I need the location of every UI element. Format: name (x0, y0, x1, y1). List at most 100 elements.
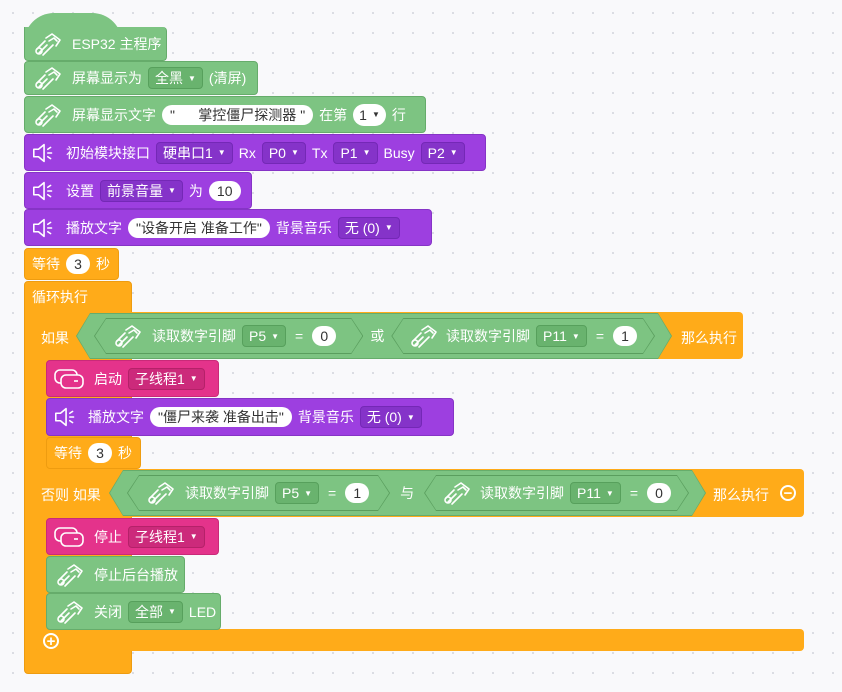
screen-text-block[interactable]: 屏幕显示文字 " 掌控僵尸探测器 " 在第 1▼ 行 (24, 96, 426, 133)
handbit-icon (31, 101, 65, 129)
handbit-icon (31, 30, 65, 58)
chevron-down-icon: ▼ (189, 532, 198, 541)
led-suffix: LED (188, 603, 217, 620)
elseif-label: 否则 如果 (41, 487, 101, 503)
if-label: 如果 (41, 330, 69, 346)
led-dropdown[interactable]: 全部▼ (128, 600, 183, 623)
chevron-down-icon: ▼ (304, 488, 313, 498)
handbit-icon (111, 322, 145, 350)
screen-line-dropdown[interactable]: 1▼ (353, 103, 386, 126)
volume-to-label: 为 (188, 182, 203, 199)
tx-pin-dropdown[interactable]: P1▼ (333, 141, 378, 164)
volume-input[interactable]: 10 (208, 180, 241, 201)
equals-label: = (629, 485, 638, 501)
if-condition-or[interactable]: 读取数字引脚 P5▼ = 0 或 读取数字引脚 P11▼ = 1 (76, 313, 672, 359)
screen-text-label: 屏幕显示文字 (72, 106, 156, 123)
chevron-down-icon: ▼ (384, 223, 393, 232)
play-text-block-1[interactable]: 播放文字 "设备开启 准备工作" 背景音乐 无 (0)▼ (24, 209, 432, 246)
wait-input[interactable]: 3 (88, 443, 112, 463)
pin-value: P11 (577, 485, 601, 501)
stop-thread-block[interactable]: 停止 子线程1▼ (46, 518, 219, 555)
thread-value: 子线程1 (135, 528, 185, 545)
play-text-input[interactable]: "设备开启 准备工作" (128, 217, 270, 238)
read-pin-label: 读取数字引脚 (152, 328, 236, 344)
chevron-down-icon: ▼ (188, 73, 196, 83)
bg-music-value: 无 (0) (344, 219, 380, 236)
pin-value: P5 (249, 328, 267, 344)
wait-input[interactable]: 3 (66, 254, 90, 274)
equals-label: = (328, 485, 337, 501)
led-off-block[interactable]: 关闭 全部▼ LED (46, 593, 221, 630)
stop-bg-label: 停止后台播放 (94, 566, 178, 583)
bg-music-label: 背景音乐 (297, 409, 354, 425)
read-pin-condition-a[interactable]: 读取数字引脚 P5▼ = 0 (94, 318, 363, 354)
screen-text-input[interactable]: " 掌控僵尸探测器 " (162, 104, 314, 125)
read-pin-condition-b[interactable]: 读取数字引脚 P11▼ = 1 (391, 318, 655, 354)
compare-value-input[interactable]: 0 (647, 483, 671, 503)
pin-value: P5 (282, 485, 300, 501)
read-pin-condition-a[interactable]: 读取数字引脚 P5 ▼ = 1 (127, 475, 390, 511)
read-pin-label: 读取数字引脚 (446, 328, 531, 344)
volume-type-dropdown[interactable]: 前景音量▼ (100, 179, 183, 202)
pin-value: P11 (543, 328, 567, 344)
chevron-down-icon: ▼ (290, 148, 299, 157)
stop-bg-play-block[interactable]: 停止后台播放 (46, 556, 185, 593)
handbit-icon (144, 479, 178, 507)
chevron-down-icon: ▼ (605, 488, 614, 498)
minus-circle-icon[interactable]: − (780, 485, 796, 501)
busy-pin-dropdown[interactable]: P2▼ (420, 141, 465, 164)
main-program-label: ESP32 主程序 (72, 35, 162, 52)
busy-label: Busy (383, 144, 415, 161)
compare-value-input[interactable]: 1 (613, 326, 637, 346)
thread-icon (51, 523, 87, 551)
wait-label: 等待 (32, 256, 60, 272)
compare-value-input[interactable]: 0 (312, 326, 336, 346)
start-thread-block[interactable]: 启动 子线程1▼ (46, 360, 219, 397)
plus-circle-icon[interactable]: + (43, 633, 59, 649)
start-thread-label: 启动 (94, 370, 122, 387)
chevron-down-icon: ▼ (406, 412, 415, 422)
handbit-icon (441, 479, 473, 507)
wait-block-2[interactable]: 等待 3 秒 (46, 437, 141, 469)
main-program-block[interactable]: ESP32 主程序 (24, 27, 167, 61)
pin-dropdown[interactable]: P11 ▼ (570, 482, 621, 504)
handbit-icon (53, 561, 87, 589)
screen-line-label: 在第 (319, 106, 348, 123)
loop-label: 循环执行 (32, 289, 88, 305)
volume-block[interactable]: 设置 前景音量▼ 为 10 (24, 172, 252, 209)
chevron-down-icon: ▼ (189, 374, 198, 383)
bg-music-dropdown[interactable]: 无 (0) ▼ (337, 216, 400, 239)
thread-dropdown[interactable]: 子线程1▼ (128, 367, 205, 390)
bg-music-dropdown[interactable]: 无 (0) ▼ (359, 406, 422, 428)
screen-fill-suffix: (清屏) (208, 70, 247, 86)
speaker-icon (53, 403, 81, 431)
serial-port-dropdown[interactable]: 硬串口1▼ (156, 141, 233, 164)
rx-pin-dropdown[interactable]: P0 ▼ (261, 141, 306, 164)
read-pin-label: 读取数字引脚 (185, 485, 269, 501)
thread-dropdown[interactable]: 子线程1 ▼ (128, 525, 205, 548)
screen-fill-label: 屏幕显示为 (72, 70, 142, 86)
rx-pin-value: P0 (268, 144, 286, 161)
play-text-block-2[interactable]: 播放文字 "僵尸来袭 准备出击" 背景音乐 无 (0) ▼ (46, 398, 454, 436)
chevron-down-icon: ▼ (168, 186, 176, 195)
wait-label: 等待 (54, 445, 82, 461)
wait-block-1[interactable]: 等待 3 秒 (24, 248, 119, 280)
read-pin-condition-b[interactable]: 读取数字引脚 P11▼ = 0 (424, 475, 689, 511)
then-label: 那么执行 (681, 330, 737, 346)
thread-icon (51, 365, 87, 393)
compare-value-input[interactable]: 1 (345, 483, 369, 503)
screen-fill-dropdown[interactable]: 全黑▼ (148, 67, 203, 89)
pin-dropdown[interactable]: P5 ▼ (275, 482, 319, 504)
voice-init-block[interactable]: 初始模块接口 硬串口1▼ Rx P0▼ Tx P1▼ Busy P2▼ (24, 134, 486, 171)
play-text-label: 播放文字 (88, 409, 144, 425)
equals-label: = (595, 328, 604, 344)
elseif-condition-and[interactable]: 读取数字引脚 P5▼ = 1 与 读取数字引脚 P11▼ = 0 (109, 470, 706, 516)
speaker-icon (31, 177, 59, 205)
screen-fill-block[interactable]: 屏幕显示为 全黑▼ (清屏) (24, 61, 258, 95)
equals-label: = (295, 328, 304, 344)
bg-music-value: 无 (0) (366, 409, 402, 425)
play-text-input[interactable]: "僵尸来袭 准备出击" (150, 407, 292, 427)
pin-dropdown[interactable]: P11▼ (536, 325, 587, 347)
pin-dropdown[interactable]: P5▼ (242, 325, 286, 347)
tx-pin-value: P1 (340, 144, 358, 161)
